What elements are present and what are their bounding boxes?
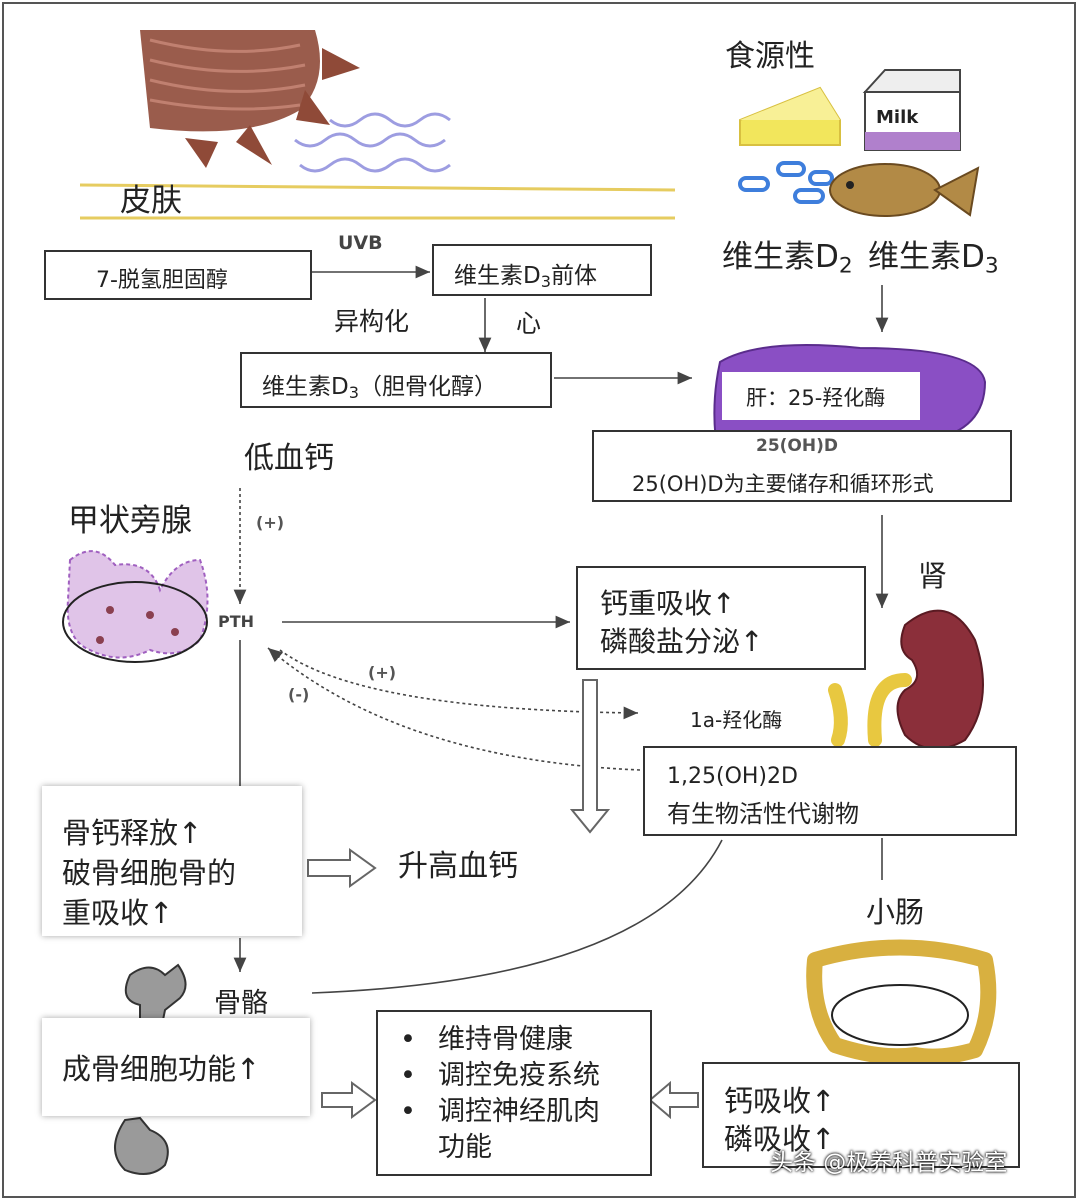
dietary-label: 食源性 [725,39,815,74]
stimulate-sign-1: (+) [256,513,285,532]
functions-list: 维持骨健康 调控免疫系统 调控神经肌肉 功能 [378,1022,600,1166]
bone-effect-1: 骨钙释放↑ [62,816,203,850]
active-metabolite-box: 1,25(OH)2D 有生物活性代谢物 [643,746,1017,836]
uv-rays [294,112,451,173]
dehydrocholesterol-text: 7-脱氢胆固醇 [96,268,228,293]
kidney-effect-2: 磷酸盐分泌↑ [600,625,764,658]
bone-label: 骨骼 [214,988,268,1019]
active-metabolite-2: 有生物活性代谢物 [667,800,859,828]
pills-icon [738,161,834,204]
intestine-effect-1: 钙吸收↑ [724,1084,836,1118]
alpha-hydroxylase-box: 1a-羟化酶 [640,692,826,740]
intestine-label: 小肠 [866,895,925,929]
parathyroid-icon [62,550,209,663]
bone-icon [114,963,187,1175]
active-metabolite-1: 1,25(OH)2D [667,764,798,789]
osteoblast-text: 成骨细胞功能↑ [62,1052,261,1086]
precursor-box: 维生素D3前体 [432,244,652,296]
pth-label: PTH [218,612,255,631]
bone-effect-2: 破骨细胞骨的 [62,856,237,890]
osteoblast-box: 成骨细胞功能↑ [42,1018,310,1116]
vitamin-d3-label: 维生素D3 [868,239,999,279]
dehydrocholesterol-box: 7-脱氢胆固醇 [44,250,312,300]
function-item: 调控免疫系统 [378,1058,600,1094]
cholecalciferol-box: 维生素D3（胆骨化醇） [240,352,552,408]
cholecalciferol-text: 维生素D3（胆骨化醇） [262,374,497,403]
kidney-label: 肾 [918,559,948,593]
stimulate-sign-2: (+) [368,663,397,682]
kidney-effect-1: 钙重吸收↑ [600,587,736,620]
watermark: 头条 @极养科普实验室 [770,1150,1008,1176]
intestine-effect-box: 钙吸收↑ 磷吸收↑ [702,1062,1020,1168]
liver-enzyme-box: 肝：25-羟化酶 [722,372,920,420]
liver-product-text: 25(OH)D [756,436,838,456]
alpha-hydroxylase-text: 1a-羟化酶 [690,708,783,732]
milk-label: Milk [876,107,919,128]
uvb-label: UVB [338,232,383,254]
sun-icon [140,30,360,168]
fish-icon [829,163,980,217]
storage-box: 25(OH)D 25(OH)D为主要储存和循环形式 [592,430,1012,502]
kidney-icon [828,609,984,750]
vitamin-d2-label: 维生素D2 [722,239,853,279]
precursor-text: 维生素D3前体 [454,263,597,292]
bone-effect-3: 重吸收↑ [62,896,174,930]
skin-label: 皮肤 [120,183,182,219]
function-item: 维持骨健康 [378,1022,600,1058]
liver-enzyme-text: 肝：25-羟化酶 [746,386,886,410]
milk-carton-icon [862,69,961,151]
skin-layer-lines [79,183,676,220]
parathyroid-label: 甲状旁腺 [68,503,192,539]
raise-calcium-label: 升高血钙 [398,849,518,884]
hollow-arrows [307,679,699,1120]
function-item: 调控神经肌肉 [378,1094,600,1130]
heart-label: 心 [516,309,542,338]
intestine-effect-2: 磷吸收↑ [724,1122,836,1156]
inhibit-sign: (-) [288,685,310,704]
functions-box: 维持骨健康 调控免疫系统 调控神经肌肉 功能 [376,1010,652,1176]
function-item: 功能 [438,1132,492,1163]
intestine-icon [806,939,997,1065]
kidney-effect-box: 钙重吸收↑ 磷酸盐分泌↑ [576,566,866,670]
cheese-icon [739,86,841,146]
storage-text: 25(OH)D为主要储存和循环形式 [632,472,934,496]
isomerization-label: 异构化 [334,307,410,336]
low-calcium-label: 低血钙 [244,441,334,476]
bone-effect-box: 骨钙释放↑ 破骨细胞骨的 重吸收↑ [42,786,302,936]
pathway-arrows [233,265,889,994]
